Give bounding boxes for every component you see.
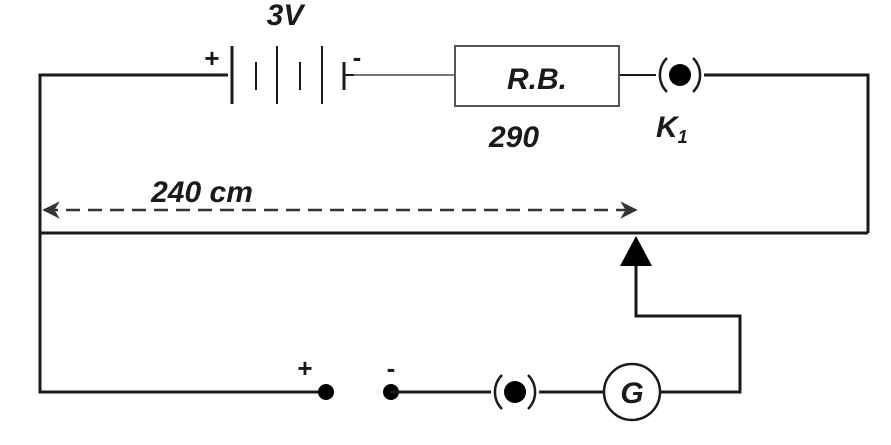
key-k1-right-arc (692, 57, 702, 93)
resistance-box-value: 290 (488, 121, 539, 154)
resistance-box-label: R.B. (507, 63, 567, 96)
primary-left-top-wire (38, 73, 228, 233)
key-secondary-plug (504, 381, 526, 403)
key-k1-left-arc (658, 57, 668, 93)
key-k1-label: K1 (656, 111, 688, 147)
key-k1-subscript: 1 (678, 127, 688, 147)
cell-positive-terminal (318, 384, 334, 400)
primary-right-wire (704, 73, 870, 233)
key-k1-letter: K (656, 111, 680, 144)
galvanometer (602, 362, 662, 422)
resistance-box (454, 45, 620, 107)
jockey-arrowhead (620, 236, 652, 266)
wire-length-label: 240 cm (150, 176, 253, 209)
key-secondary-right-arc (527, 374, 537, 410)
primary-circuit (38, 73, 870, 235)
battery-minus-sign: - (353, 42, 362, 72)
battery-voltage-label: 3V (267, 0, 307, 32)
key-secondary (493, 374, 537, 410)
key-secondary-left-arc (493, 374, 503, 410)
key-k1 (658, 57, 702, 93)
cell-minus-sign: - (387, 353, 396, 383)
battery (230, 46, 354, 104)
galvanometer-symbol: G (620, 377, 643, 410)
key-k1-plug (669, 64, 691, 86)
secondary-left-wire (38, 233, 326, 394)
battery-plus-sign: + (204, 43, 219, 73)
cell-plus-sign: + (297, 353, 312, 383)
jockey-wire (634, 266, 742, 394)
